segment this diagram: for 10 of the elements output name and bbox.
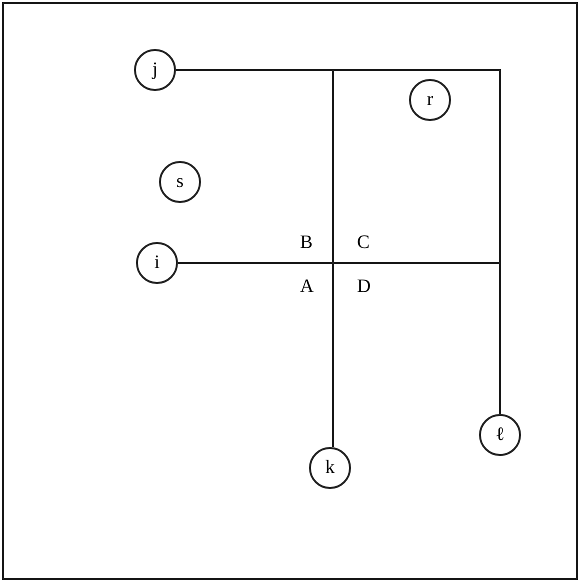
region-letter: C [357,232,370,254]
node-circle: j [134,49,176,91]
region-letter: B [300,232,313,254]
node-circle: i [136,242,178,284]
region-letter: D [357,276,371,298]
node-circle: ℓ [479,414,521,456]
node-circle: s [159,161,201,203]
node-circle: r [409,79,451,121]
node-circle: k [309,447,351,489]
region-letter: A [300,276,314,298]
